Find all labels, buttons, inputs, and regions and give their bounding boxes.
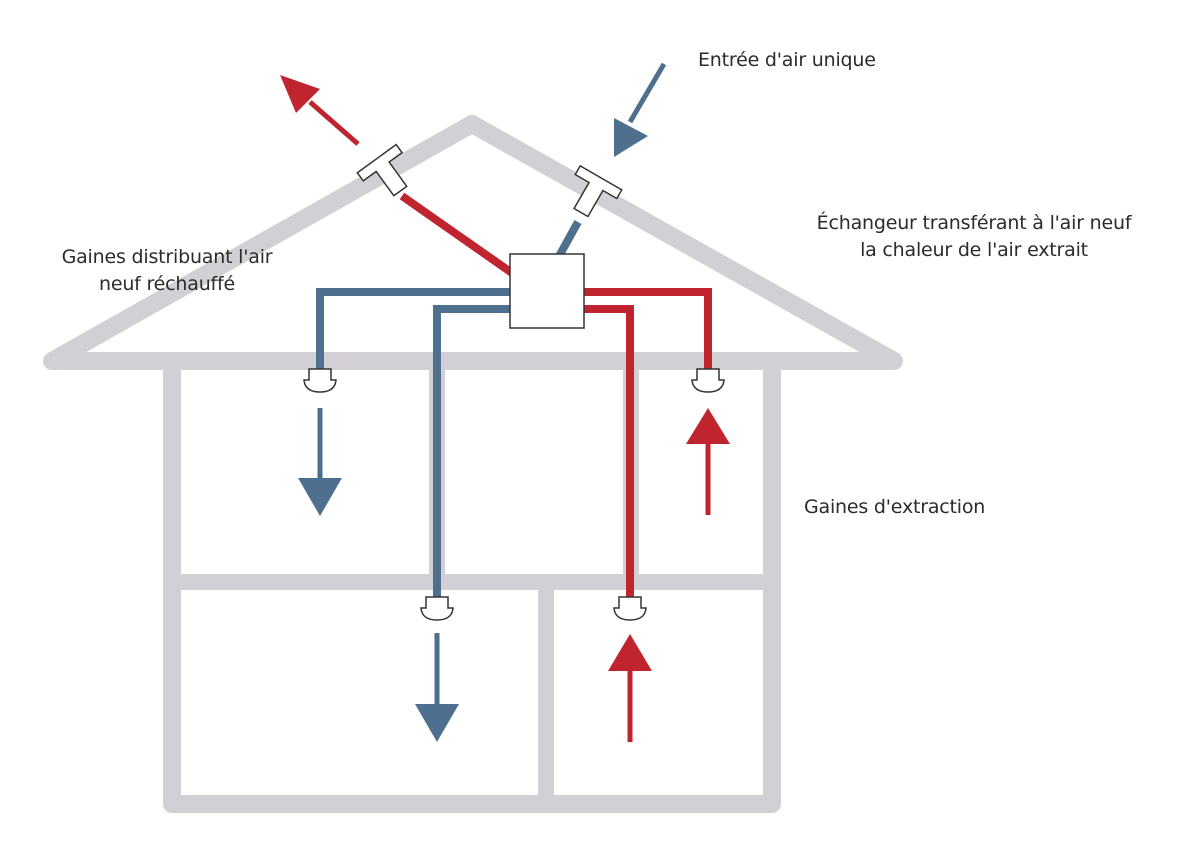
exchanger-label: Échangeur transférant à l'air neuf la ch…	[774, 210, 1174, 264]
exchanger-label-line1: Échangeur transférant à l'air neuf	[816, 212, 1132, 234]
exhaust-out-arrow-icon	[280, 75, 360, 146]
extract-duct-right	[584, 288, 712, 372]
air-intake-label: Entrée d'air unique	[698, 49, 876, 71]
extract-up-arrow-lower-icon	[608, 634, 652, 742]
supply-vent-upper-left-ceiling-vent-icon	[303, 368, 337, 393]
intake-duct	[554, 220, 582, 260]
supply-ducts-label-line1: Gaines distribuant l'air	[61, 246, 273, 268]
fresh-air-ducts	[316, 220, 582, 598]
extract-up-arrow-upper-icon	[686, 408, 730, 515]
supply-duct-center	[433, 305, 510, 598]
intake-in-arrow-icon	[614, 62, 667, 157]
extract-vent-lower-right-ceiling-vent-icon	[613, 596, 647, 621]
roof-outline	[43, 115, 903, 370]
supply-vent-lower-left-ceiling-vent-icon	[420, 596, 454, 621]
supply-duct-left	[316, 288, 510, 372]
supply-ducts-label-line2: neuf réchauffé	[98, 273, 236, 295]
exhaust-roof-terminal-t-cap-icon	[356, 143, 408, 197]
extract-ducts-label: Gaines d'extraction	[804, 496, 986, 518]
exhaust-duct	[399, 192, 515, 277]
supply-ducts-label: Gaines distribuant l'air neuf réchauffé	[22, 244, 312, 298]
intake-roof-terminal-t-cap-icon	[573, 164, 623, 218]
extract-air-ducts	[399, 192, 712, 598]
extract-duct-center	[584, 305, 634, 598]
exchanger-label-line2: la chaleur de l'air extrait	[860, 239, 1088, 261]
extract-vent-upper-right-ceiling-vent-icon	[691, 368, 725, 393]
vents	[303, 368, 725, 621]
supply-down-arrow-upper-icon	[298, 408, 342, 516]
heat-exchanger-box	[509, 253, 585, 329]
house-structure	[43, 115, 903, 813]
supply-down-arrow-lower-icon	[415, 633, 459, 742]
